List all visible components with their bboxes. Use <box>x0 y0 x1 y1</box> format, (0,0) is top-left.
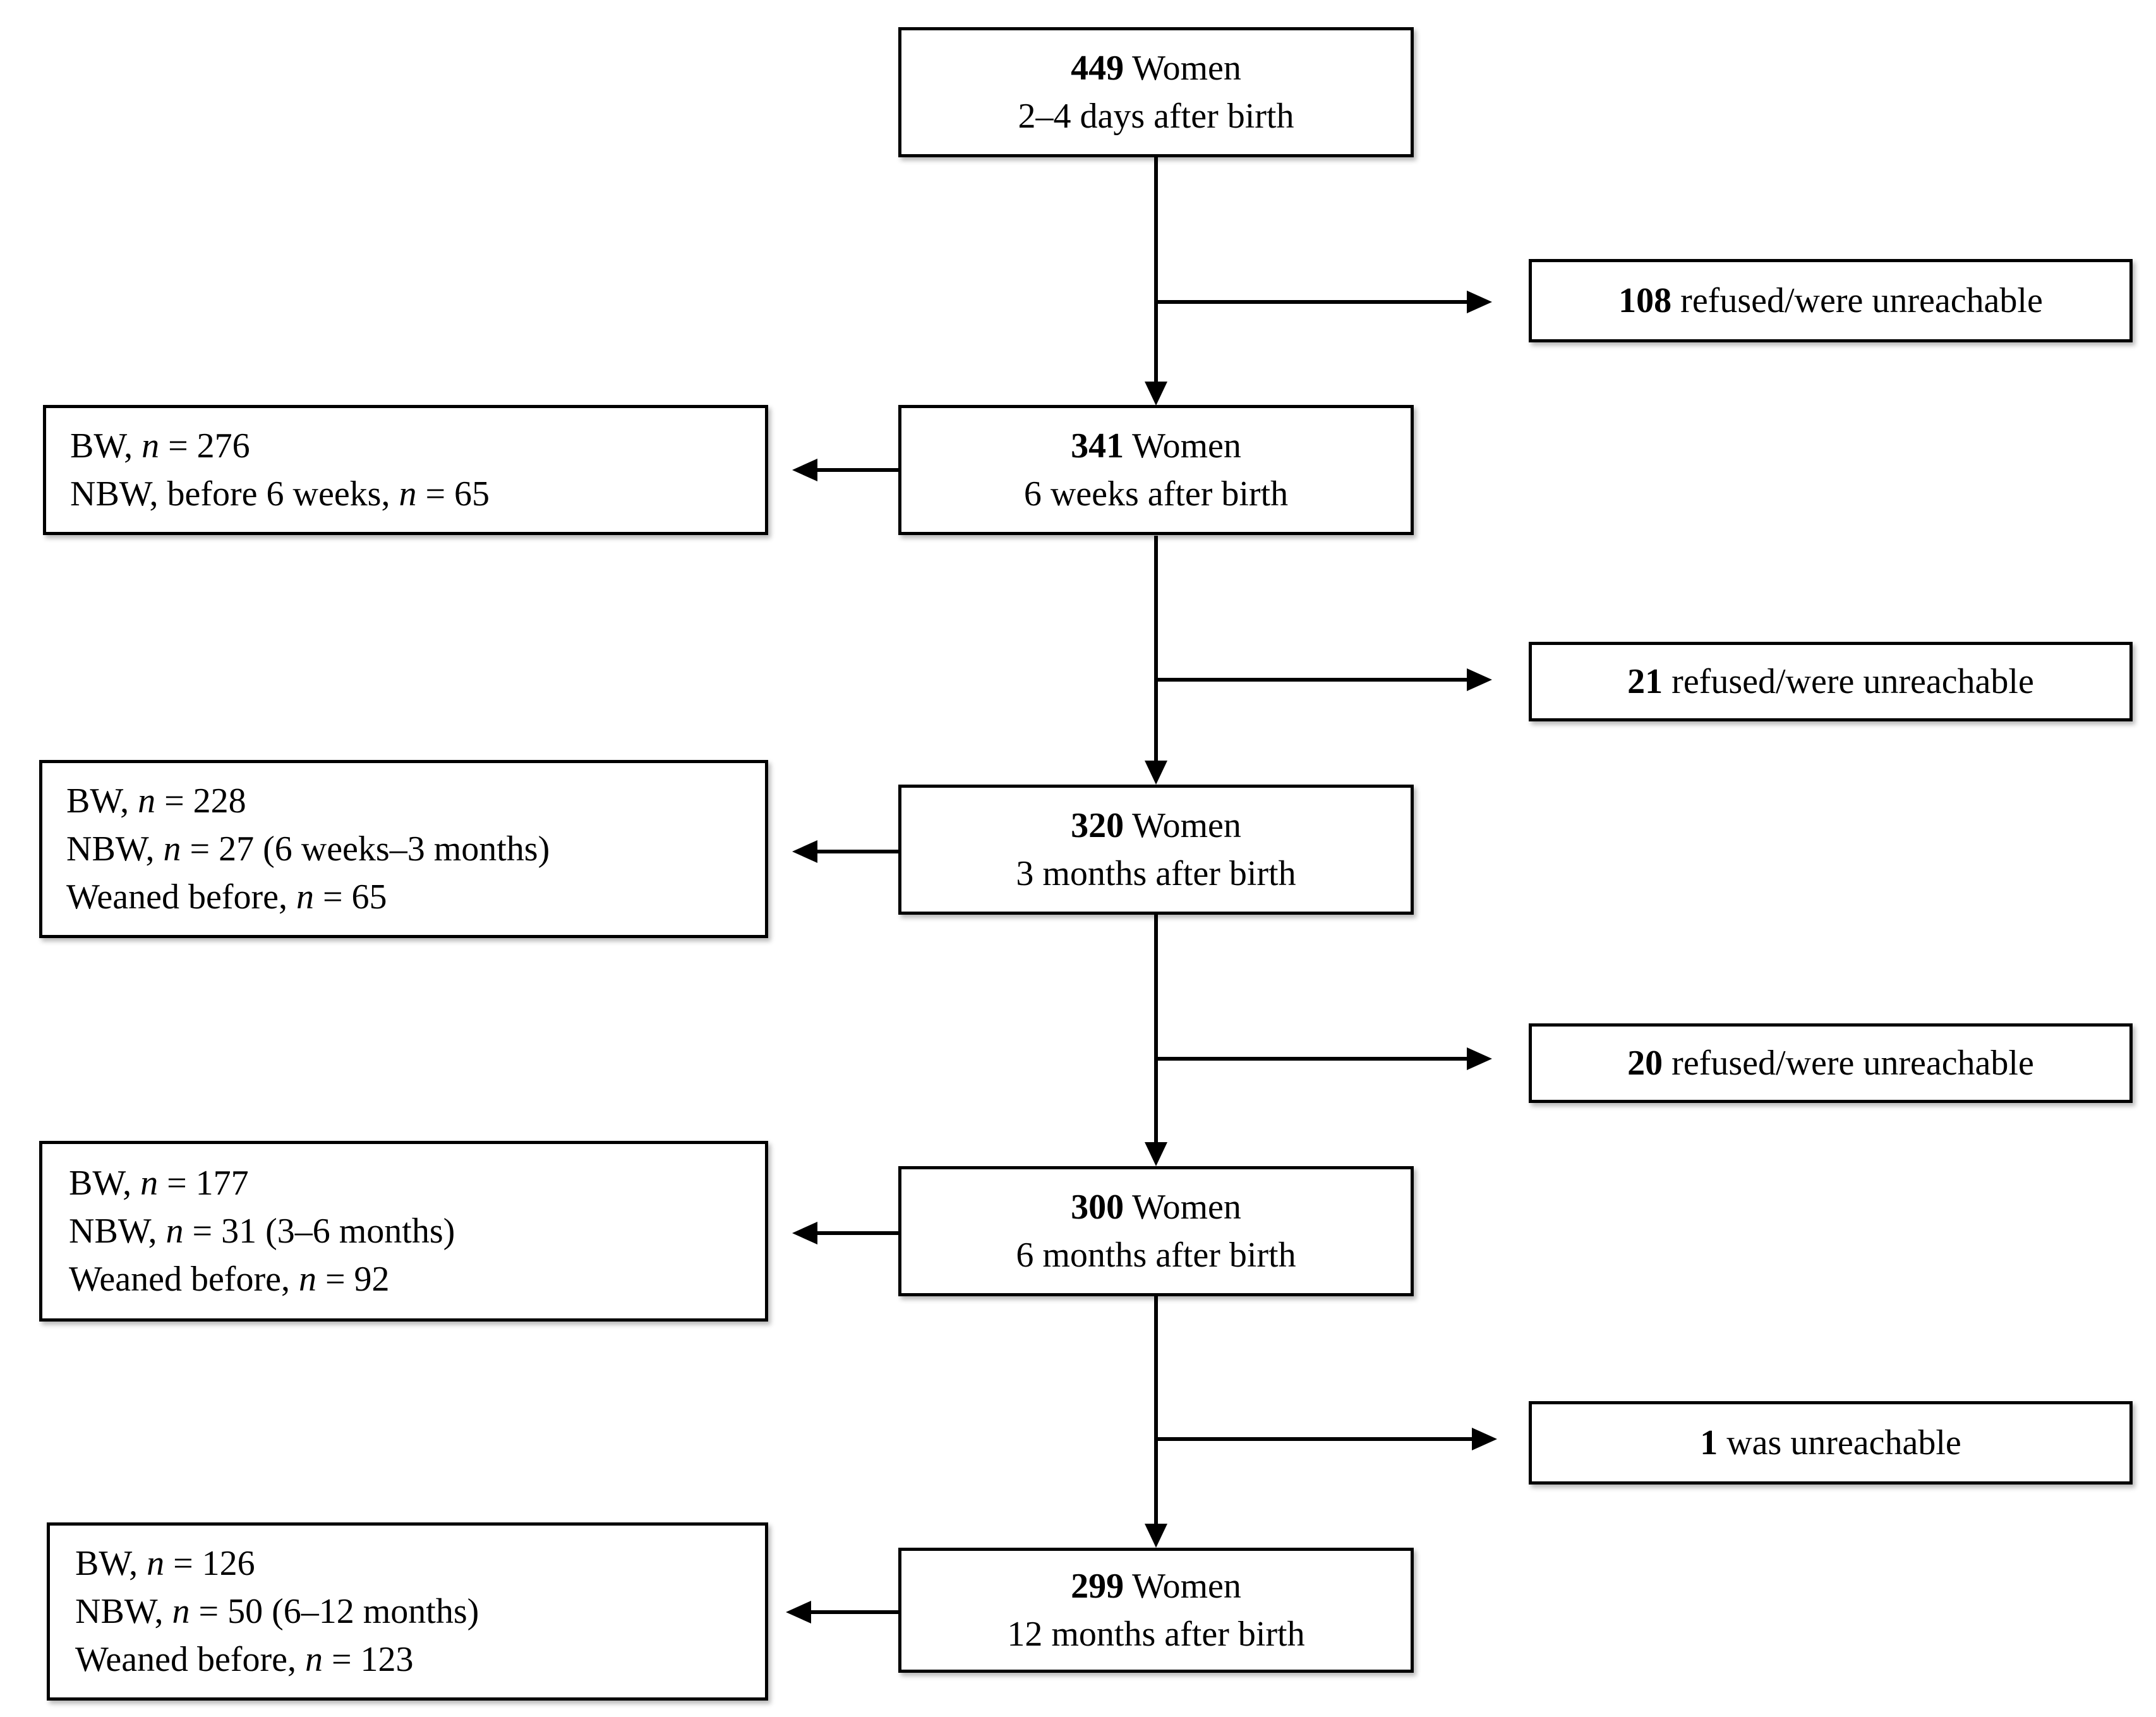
arrowhead-down-2 <box>1145 761 1167 785</box>
loss-text: refused/were unreachable <box>1671 1044 2034 1083</box>
stage-label: Women <box>1132 49 1241 88</box>
stage-count: 320 <box>1071 806 1124 845</box>
stage-box-6-weeks: 341 Women 6 weeks after birth <box>898 405 1414 535</box>
arrowhead-left-3 <box>792 1222 817 1244</box>
stage-timing: 2–4 days after birth <box>1018 97 1294 136</box>
outcome-line: BW, n = 177 <box>69 1164 249 1203</box>
stage-timing: 6 weeks after birth <box>1023 474 1289 514</box>
arrowhead-left-4 <box>786 1601 811 1624</box>
outcome-line: NBW, n = 31 (3–6 months) <box>69 1212 455 1251</box>
loss-count: 20 <box>1627 1044 1663 1083</box>
outcome-box-6-weeks: BW, n = 276 NBW, before 6 weeks, n = 65 <box>43 405 768 535</box>
loss-text: refused/were unreachable <box>1680 281 2043 320</box>
stage-label: Women <box>1132 806 1241 845</box>
stage-box-12-months: 299 Women 12 months after birth <box>898 1548 1414 1673</box>
outcome-box-6-months: BW, n = 177 NBW, n = 31 (3–6 months) Wea… <box>39 1141 768 1322</box>
outcome-line: BW, n = 228 <box>66 781 246 821</box>
loss-box-2: 21 refused/were unreachable <box>1529 642 2133 721</box>
loss-text: refused/were unreachable <box>1671 662 2034 701</box>
loss-count: 21 <box>1627 662 1663 701</box>
stage-label: Women <box>1132 1188 1241 1227</box>
stage-label: Women <box>1132 1567 1241 1606</box>
stage-count: 299 <box>1071 1567 1124 1606</box>
outcome-box-3-months: BW, n = 228 NBW, n = 27 (6 weeks–3 month… <box>39 760 768 938</box>
stage-timing: 3 months after birth <box>1016 854 1296 893</box>
stage-count: 341 <box>1071 426 1124 466</box>
stage-box-birth: 449 Women 2–4 days after birth <box>898 27 1414 157</box>
stage-box-6-months: 300 Women 6 months after birth <box>898 1166 1414 1296</box>
arrowhead-down-4 <box>1145 1524 1167 1548</box>
outcome-line: Weaned before, n = 65 <box>66 877 387 917</box>
arrowhead-down-1 <box>1145 382 1167 406</box>
arrowhead-right-2 <box>1467 668 1492 691</box>
outcome-line: NBW, n = 50 (6–12 months) <box>75 1592 479 1631</box>
loss-text: was unreachable <box>1726 1423 1961 1462</box>
loss-count: 108 <box>1618 281 1672 320</box>
outcome-line: Weaned before, n = 123 <box>75 1640 414 1679</box>
stage-label: Women <box>1132 426 1241 466</box>
stage-box-3-months: 320 Women 3 months after birth <box>898 785 1414 915</box>
arrowhead-left-2 <box>792 840 817 863</box>
outcome-line: BW, n = 126 <box>75 1544 255 1583</box>
arrowhead-down-3 <box>1145 1142 1167 1166</box>
loss-box-1: 108 refused/were unreachable <box>1529 259 2133 342</box>
stage-count: 300 <box>1071 1188 1124 1227</box>
outcome-line: NBW, n = 27 (6 weeks–3 months) <box>66 829 550 869</box>
arrowhead-right-1 <box>1467 291 1492 313</box>
stage-count: 449 <box>1071 49 1124 88</box>
outcome-box-12-months: BW, n = 126 NBW, n = 50 (6–12 months) We… <box>47 1522 768 1701</box>
arrowhead-right-4 <box>1472 1428 1497 1450</box>
stage-timing: 6 months after birth <box>1016 1236 1296 1275</box>
loss-box-4: 1 was unreachable <box>1529 1401 2133 1485</box>
arrowhead-right-3 <box>1467 1047 1492 1070</box>
loss-count: 1 <box>1700 1423 1718 1462</box>
outcome-line: BW, n = 276 <box>70 426 250 466</box>
stage-timing: 12 months after birth <box>1007 1615 1305 1654</box>
outcome-line: Weaned before, n = 92 <box>69 1260 390 1299</box>
loss-box-3: 20 refused/were unreachable <box>1529 1023 2133 1103</box>
arrowhead-left-1 <box>792 459 817 481</box>
outcome-line: NBW, before 6 weeks, n = 65 <box>70 474 490 514</box>
